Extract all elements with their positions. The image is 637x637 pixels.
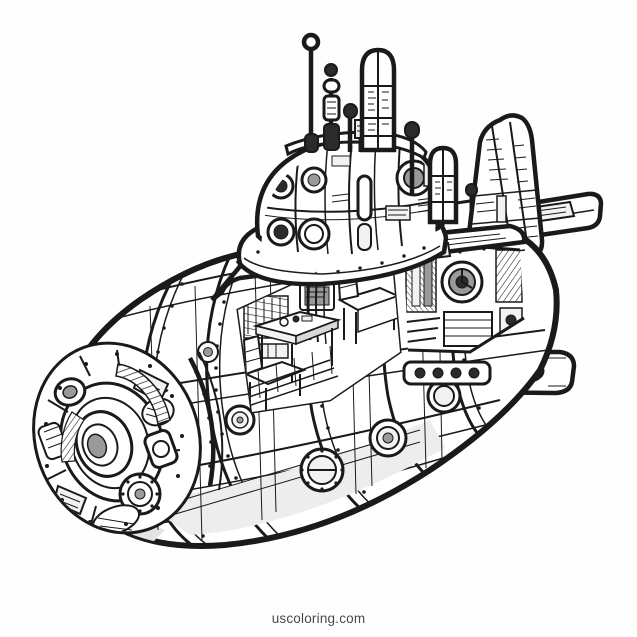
conning-tower bbox=[236, 130, 449, 287]
periscope-masts bbox=[301, 32, 478, 225]
cutaway-interior bbox=[236, 260, 402, 414]
watermark-text: uscoloring.com bbox=[271, 611, 366, 626]
submarine-artwork: .ink{fill:none;stroke:#1a1a1a;} .t1{stro… bbox=[30, 32, 604, 550]
mast-periscope-main bbox=[359, 47, 397, 153]
mast-short-a bbox=[343, 103, 358, 152]
submarine-illustration: .ink{fill:none;stroke:#1a1a1a;} .t1{stro… bbox=[30, 32, 604, 550]
mast-radar bbox=[322, 63, 341, 151]
site-watermark: uscoloring.com bbox=[0, 600, 637, 637]
mast-aux bbox=[465, 183, 478, 224]
stern-port-row bbox=[402, 360, 492, 386]
mast-whip-antenna bbox=[301, 32, 321, 153]
bow-nose-cap bbox=[30, 335, 210, 545]
control-table bbox=[252, 310, 342, 382]
bow-collar-ring bbox=[188, 351, 224, 491]
mast-snorkel bbox=[404, 121, 420, 196]
mast-periscope-second bbox=[427, 145, 459, 225]
